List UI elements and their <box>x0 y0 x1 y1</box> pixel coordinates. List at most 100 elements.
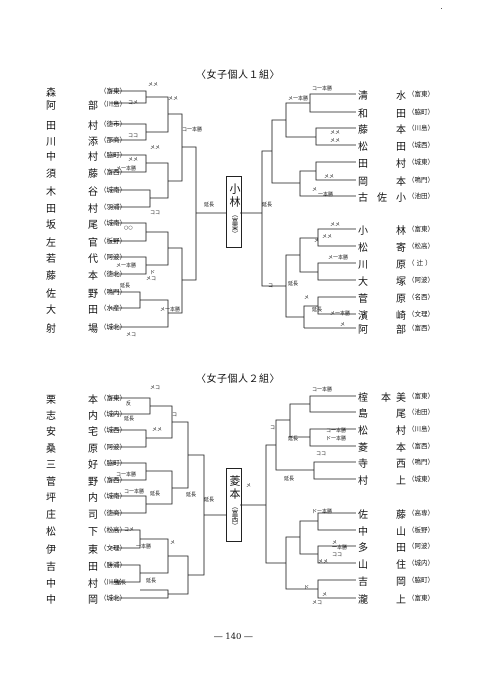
player-entry: 古佐小（池田） <box>358 189 434 204</box>
match-note: 延長 <box>124 416 135 422</box>
player-name: 中 山 <box>358 527 406 538</box>
player-name: 大 塚 <box>358 277 406 288</box>
match-note: メメ <box>152 427 163 433</box>
player-entry: 村 上（城東） <box>358 472 434 487</box>
player-entry: 島 尾（池田） <box>358 405 434 420</box>
player-name: 庄 司 <box>46 510 98 521</box>
group1-champion-name: 小林 <box>228 183 241 209</box>
player-team: （城内） <box>408 559 434 567</box>
player-name: 榁 本美 <box>358 393 406 404</box>
player-name: 栗 本 <box>46 395 98 406</box>
match-note: メ <box>314 238 320 244</box>
player-team: （文理） <box>408 310 434 318</box>
player-name: 菅 野 <box>46 477 98 488</box>
player-team: （城北） <box>100 594 126 602</box>
page-number: ― 140 ― <box>214 632 253 642</box>
player-name: 左 官 <box>46 238 98 249</box>
player-team: （鳴門） <box>100 288 126 296</box>
player-team: （城北） <box>100 323 126 331</box>
player-entry: 田 村（羽浦） <box>46 200 126 215</box>
match-note: ド <box>150 270 156 276</box>
player-team: （高専） <box>408 509 434 517</box>
player-name: 中 村 <box>46 579 98 590</box>
match-note: 延長 <box>262 202 273 208</box>
player-entry: 菅 原（名西） <box>358 290 434 305</box>
player-team: （鳴門） <box>408 458 434 466</box>
player-name: 阿 部 <box>46 101 98 112</box>
player-entry: 佐 野（鳴門） <box>46 285 126 300</box>
player-name: 吉 岡 <box>358 577 406 588</box>
match-note: メ <box>170 540 176 546</box>
player-entry: 佐 藤（高専） <box>358 506 434 521</box>
match-note: 延長 <box>284 476 295 482</box>
player-team: （富西） <box>100 168 126 176</box>
player-name: 佐 野 <box>46 289 98 300</box>
player-team: （城西） <box>100 426 126 434</box>
player-team: （富西） <box>408 324 434 332</box>
match-note: メコ <box>312 600 323 606</box>
player-entry: 阿 部（川島） <box>46 97 126 112</box>
match-note: ココ <box>332 552 343 558</box>
match-note: メコ <box>150 385 161 391</box>
player-team: （川島） <box>100 100 126 108</box>
player-name: 川 添 <box>46 137 98 148</box>
player-entry: 小 林（富東） <box>358 222 434 237</box>
match-note: 延長 <box>204 497 215 503</box>
player-team: （脇町） <box>100 151 126 159</box>
player-entry: 松 下（松高） <box>46 523 126 538</box>
player-entry: 清 水（富東） <box>358 87 434 102</box>
player-name: 松 村 <box>358 426 406 437</box>
player-entry: 中 村（川島） <box>46 575 126 590</box>
match-note: コ一本勝 <box>124 489 145 495</box>
match-note: ココ <box>150 210 161 216</box>
match-note: メ一本勝 <box>288 96 309 102</box>
match-note: メメ <box>150 145 161 151</box>
player-name: 須 藤 <box>46 169 98 180</box>
player-entry: 川 原（ 辻 ） <box>358 256 432 271</box>
player-name: 濱 崎 <box>358 311 406 322</box>
player-name: 岡 本 <box>358 177 406 188</box>
player-team: （脇町） <box>408 576 434 584</box>
match-note: ○○ <box>124 225 133 231</box>
player-team: （文理） <box>100 544 126 552</box>
player-entry: 中 山（板野） <box>358 523 434 538</box>
player-entry: 大 田（水産） <box>46 301 126 316</box>
player-team: （富東） <box>408 90 434 98</box>
match-note: 一本勝 <box>318 192 334 198</box>
player-team: （城南） <box>100 492 126 500</box>
player-entry: 榁 本美（富東） <box>358 389 434 404</box>
player-team: （富東） <box>100 394 126 402</box>
player-name: 寺 西 <box>358 459 406 470</box>
player-name: 和 田 <box>358 109 406 120</box>
match-note: メ <box>340 322 346 328</box>
match-note: コ一本勝 <box>312 387 333 393</box>
match-note: コ一本勝 <box>116 472 137 478</box>
player-team: （徳商） <box>100 509 126 517</box>
match-note: 延長 <box>150 491 161 497</box>
player-entry: 庄 司（徳商） <box>46 506 126 521</box>
player-name: 松 田 <box>358 142 406 153</box>
match-note: メ <box>312 187 318 193</box>
match-note: 延長 <box>288 436 299 442</box>
player-team: （阿波） <box>100 253 126 261</box>
player-entry: 伊 東（文理） <box>46 541 126 556</box>
player-entry: 川 添（那商） <box>46 133 126 148</box>
player-name: 清 水 <box>358 91 406 102</box>
match-note: メ一本勝 <box>330 311 351 317</box>
player-team: （徳市） <box>100 120 126 128</box>
player-team: （城東） <box>408 158 434 166</box>
match-note: 反 <box>126 401 132 407</box>
player-entry: 岡 本（鳴門） <box>358 173 434 188</box>
player-entry: 吉 田（勝浦） <box>46 558 126 573</box>
player-name: 大 田 <box>46 305 98 316</box>
match-note: 延長 <box>146 578 157 584</box>
player-name: 志 内 <box>46 411 98 422</box>
player-team: （川島） <box>408 425 434 433</box>
match-note: メメ <box>148 82 159 88</box>
player-team: （板野） <box>100 237 126 245</box>
player-team: （城南） <box>100 219 126 227</box>
player-entry: 左 官（板野） <box>46 234 126 249</box>
player-name: 桑 原 <box>46 444 98 455</box>
player-name: 安 宅 <box>46 427 98 438</box>
